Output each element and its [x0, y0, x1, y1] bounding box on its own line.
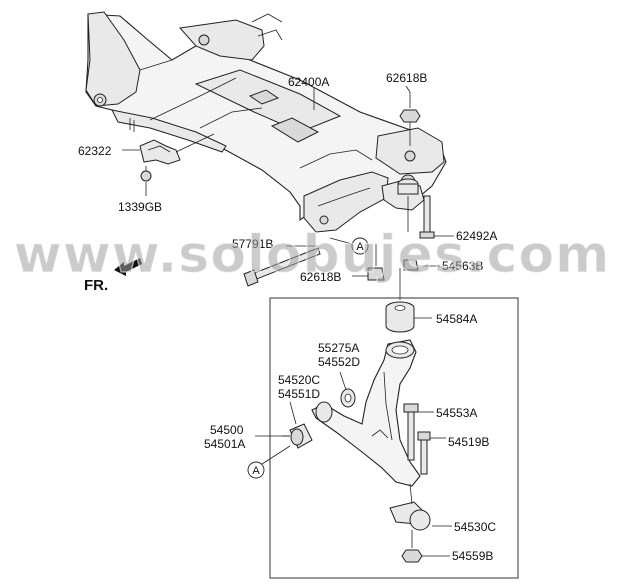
lower-arm-detail-box — [269, 297, 519, 579]
label-1339gb: 1339GB — [118, 200, 162, 214]
reference-marker-lower: A — [247, 445, 291, 479]
label-54584a: 54584A — [436, 312, 477, 326]
label-62322: 62322 — [78, 144, 112, 158]
label-62618b-upper: 62618B — [386, 71, 427, 85]
label-54563b: 54563B — [442, 259, 483, 273]
label-54500: 54500 — [210, 423, 244, 437]
bolt-54519b — [417, 431, 446, 475]
nut-54559b — [401, 530, 450, 563]
bolt-62492a — [419, 195, 454, 239]
bolt-57791b — [243, 245, 321, 287]
label-62400a: 62400A — [288, 75, 329, 89]
bolt-54553a — [403, 403, 434, 461]
svg-text:A: A — [356, 241, 364, 253]
ball-joint-54530c — [389, 483, 452, 531]
bushing-54551d — [282, 401, 313, 449]
label-54530c: 54530C — [454, 520, 496, 534]
nut-62618b-upper — [399, 92, 421, 146]
label-54551d: 54551D — [278, 387, 320, 401]
front-direction-indicator: FR. — [84, 258, 142, 294]
label-54519b: 54519B — [448, 435, 489, 449]
watermark-text: www.solobujes.com — [14, 225, 611, 285]
svg-text:A: A — [252, 465, 260, 477]
front-label: FR. — [84, 277, 108, 294]
label-54520c: 54520C — [278, 373, 320, 387]
label-54552d: 54552D — [318, 355, 360, 369]
label-62492a: 62492A — [456, 229, 497, 243]
part-labels: 62400A 62618B 62322 1339GB 57791B 62618B… — [78, 71, 497, 563]
front-arrow-icon — [114, 258, 142, 276]
label-54553a: 54553A — [436, 406, 477, 420]
label-57791b: 57791B — [232, 237, 273, 251]
crossmember-62400a — [85, 11, 447, 233]
label-55275a: 55275A — [318, 341, 359, 355]
leader-lines — [122, 85, 411, 437]
label-54501a: 54501A — [204, 437, 245, 451]
label-54559b: 54559B — [452, 549, 493, 563]
nut-54563b — [403, 259, 440, 271]
nut-62618b-lower — [352, 244, 385, 281]
mount-bushing — [397, 178, 419, 232]
bushing-54584a — [385, 268, 432, 333]
lower-control-arm-54500 — [311, 339, 421, 487]
washer-55275a — [339, 371, 356, 408]
label-62618b-lower: 62618B — [300, 270, 341, 284]
bracket-62322 — [139, 133, 215, 182]
reference-marker-upper: A — [329, 237, 369, 255]
